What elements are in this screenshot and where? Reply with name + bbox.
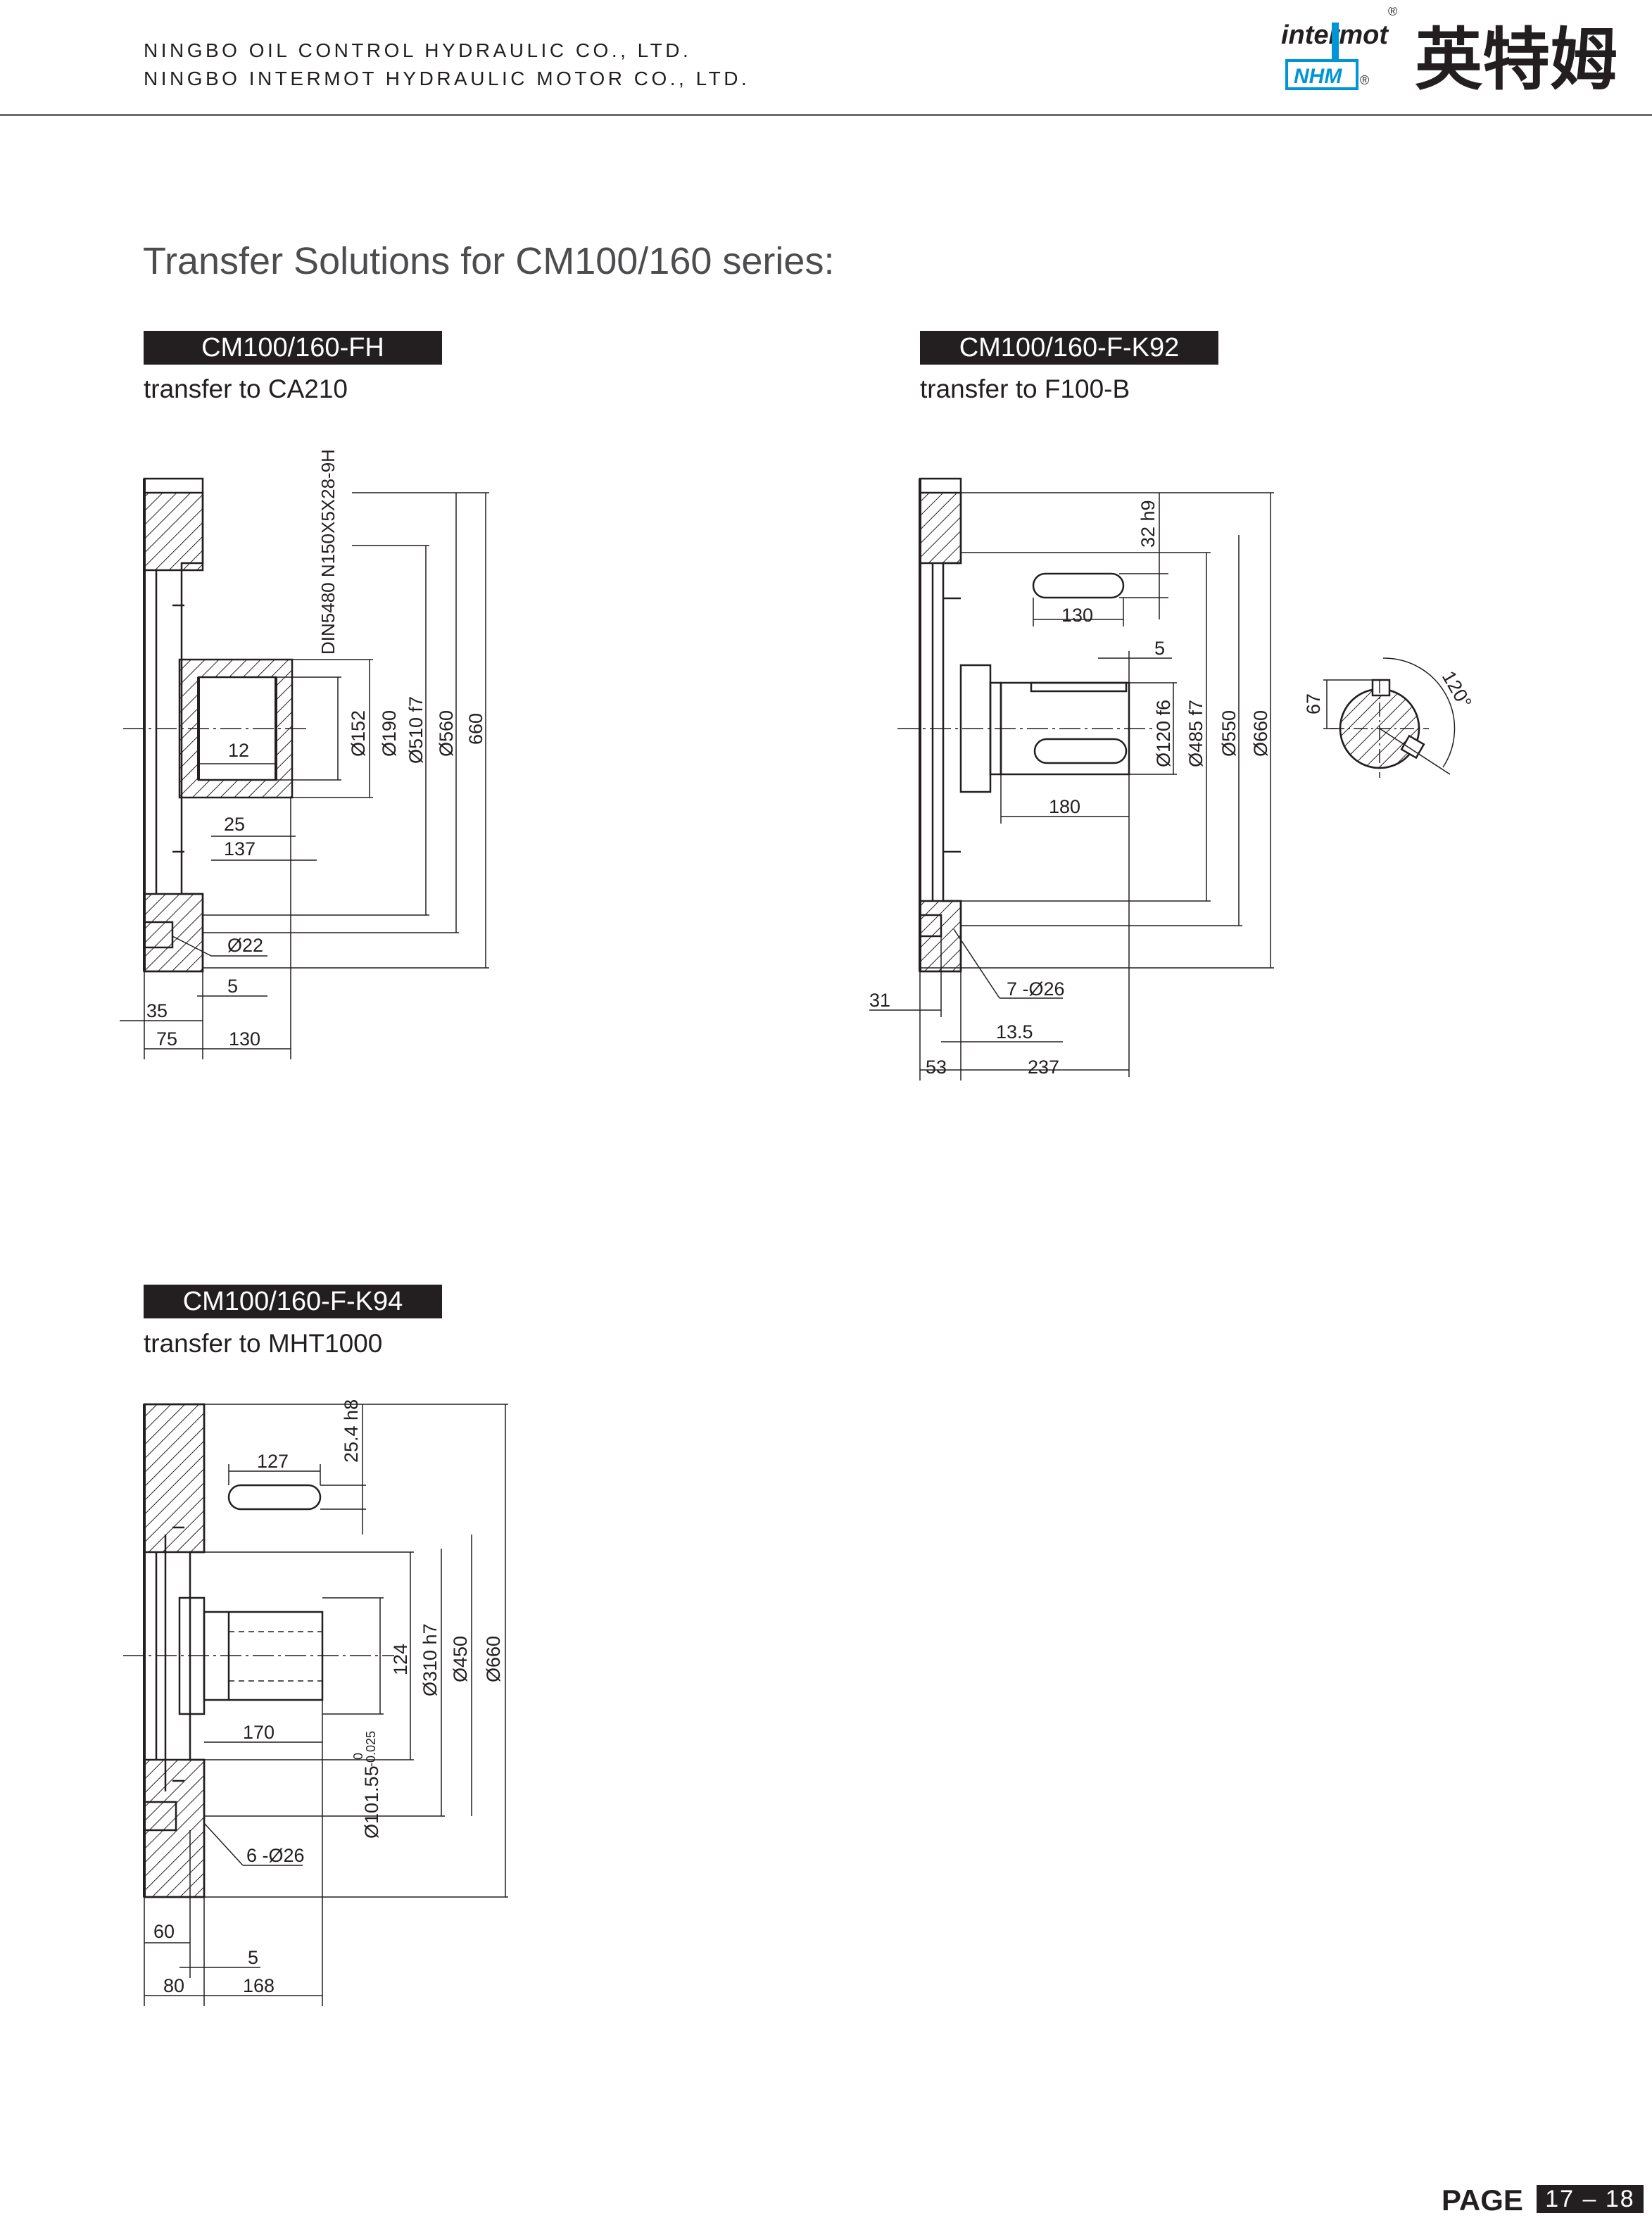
dim-137: 137 bbox=[224, 838, 256, 859]
dim-170: 170 bbox=[243, 1722, 275, 1743]
dim-237: 237 bbox=[1028, 1057, 1059, 1078]
dim-80: 80 bbox=[163, 1975, 184, 1996]
dim-d190: Ø190 bbox=[379, 710, 400, 757]
logo-cn: 英特姆 bbox=[1415, 20, 1618, 99]
dim-25-4h8: 25.4 h8 bbox=[341, 1399, 362, 1463]
logo-registered-2: ® bbox=[1360, 73, 1369, 87]
dim-25: 25 bbox=[224, 814, 245, 835]
dim-124: 124 bbox=[390, 1644, 411, 1675]
dim-holes: 6 -Ø26 bbox=[246, 1845, 305, 1866]
badge-k94: CM100/160-F-K94 bbox=[144, 1285, 442, 1318]
dim-75: 75 bbox=[156, 1028, 177, 1050]
dim-60: 60 bbox=[153, 1921, 175, 1942]
dim-d485: Ø485 f7 bbox=[1185, 700, 1206, 767]
header-rule bbox=[0, 114, 1652, 116]
drawing-fh bbox=[120, 477, 489, 1059]
dim-130: 130 bbox=[229, 1028, 260, 1050]
dim-13-5: 13.5 bbox=[996, 1021, 1033, 1042]
labels-fh: DIN5480 N150X5X28-9H Ø152 Ø190 Ø510 f7 Ø… bbox=[146, 449, 486, 1050]
dim-d510: Ø510 f7 bbox=[405, 696, 427, 764]
subtitle-k92: transfer to F100-B bbox=[920, 374, 1130, 403]
drawing-k92 bbox=[869, 477, 1456, 1080]
logo-nhm-box bbox=[1285, 59, 1358, 90]
subtitle-k94: transfer to MHT1000 bbox=[144, 1329, 383, 1358]
company-name-1: NINGBO OIL CONTROL HYDRAULIC CO., LTD. bbox=[144, 39, 692, 61]
dim-d310: Ø310 h7 bbox=[420, 1623, 441, 1696]
dim-127: 127 bbox=[257, 1451, 289, 1472]
page-number: 17 – 18 bbox=[1537, 2185, 1644, 2213]
dim-holes: 7 -Ø26 bbox=[1007, 978, 1065, 1000]
dim-tol-lo: -0.025 bbox=[364, 1731, 378, 1767]
labels-k94: 25.4 h8 127 124 Ø310 h7 Ø450 Ø660 170 Ø1… bbox=[153, 1399, 504, 1996]
dim-d101: Ø101.55 bbox=[361, 1765, 382, 1839]
dim-67: 67 bbox=[1303, 693, 1324, 714]
labels-k92: 32 h9 130 5 180 Ø120 f6 Ø485 f7 Ø550 Ø66… bbox=[869, 500, 1476, 1078]
dim-12: 12 bbox=[228, 740, 249, 761]
page-title: Transfer Solutions for CM100/160 series: bbox=[143, 240, 835, 282]
dim-53: 53 bbox=[926, 1057, 947, 1078]
dim-660: 660 bbox=[465, 713, 486, 745]
dim-d22: Ø22 bbox=[227, 935, 263, 956]
dim-d450: Ø450 bbox=[450, 1636, 471, 1682]
badge-fh: CM100/160-FH bbox=[144, 331, 442, 365]
dim-5: 5 bbox=[248, 1947, 258, 1968]
dim-d120: Ø120 f6 bbox=[1153, 700, 1174, 767]
logo-i-bar bbox=[1332, 23, 1339, 62]
company-name-2: NINGBO INTERMOT HYDRAULIC MOTOR CO., LTD… bbox=[144, 68, 750, 89]
dim-35: 35 bbox=[146, 1000, 168, 1021]
dim-5: 5 bbox=[1154, 638, 1165, 659]
dim-d660: Ø660 bbox=[483, 1636, 504, 1682]
dim-d152: Ø152 bbox=[348, 710, 369, 757]
subtitle-fh: transfer to CA210 bbox=[144, 374, 348, 403]
dim-d660: Ø660 bbox=[1250, 710, 1271, 757]
logo-registered: ® bbox=[1388, 7, 1397, 18]
dim-31: 31 bbox=[869, 990, 890, 1011]
dim-d560: Ø560 bbox=[436, 710, 457, 757]
dim-tol-up: 0 bbox=[351, 1753, 365, 1760]
logo-nhm: NHM bbox=[1294, 65, 1342, 88]
dim-d550: Ø550 bbox=[1218, 710, 1240, 757]
page-label: PAGE bbox=[1442, 2184, 1523, 2217]
dim-spline: DIN5480 N150X5X28-9H bbox=[317, 449, 339, 655]
brand-logo: intermot ® NHM ® 英特姆 bbox=[1281, 7, 1618, 99]
badge-k92: CM100/160-F-K92 bbox=[920, 331, 1218, 365]
dim-5: 5 bbox=[227, 976, 238, 997]
dim-180: 180 bbox=[1049, 796, 1080, 817]
dim-32h9: 32 h9 bbox=[1137, 500, 1159, 548]
dim-130: 130 bbox=[1061, 605, 1093, 626]
drawing-k94 bbox=[123, 1403, 508, 2006]
dim-angle: 120° bbox=[1438, 667, 1476, 712]
dim-168: 168 bbox=[243, 1975, 275, 1996]
